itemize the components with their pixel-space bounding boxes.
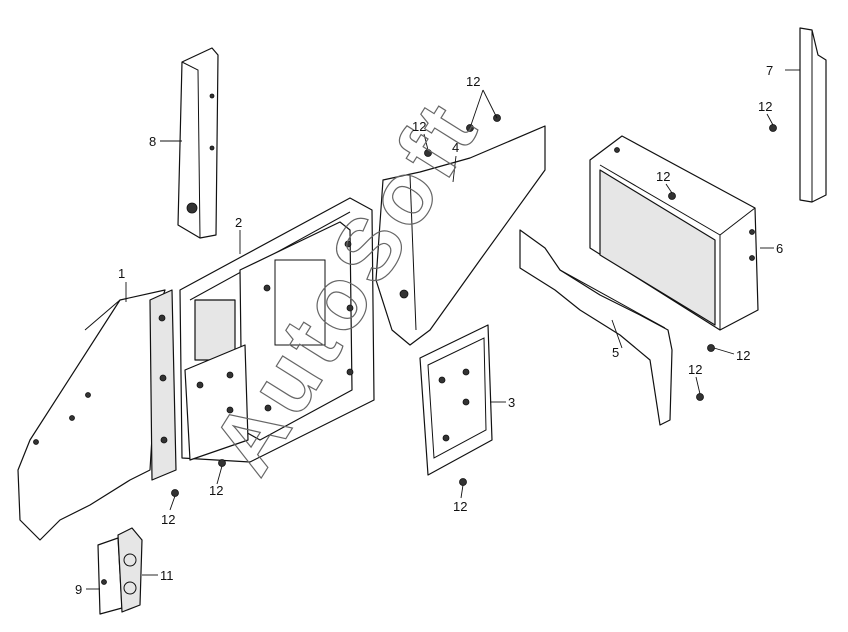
callout-1: 1	[118, 266, 125, 281]
callout-12-top-pair: 12	[466, 74, 480, 89]
callout-12-part2: 12	[209, 483, 223, 498]
callout-12-part7: 12	[758, 99, 772, 114]
callout-7: 7	[766, 63, 773, 78]
part-11-block	[117, 527, 143, 613]
callout-12-part1: 12	[161, 512, 175, 527]
callout-labels: 1 2 3 4 5 6 7 8 9 11 12 12 12 12 12 12 1…	[75, 63, 783, 597]
part-1-panel	[17, 289, 166, 541]
callout-4: 4	[452, 140, 459, 155]
part-3-plate	[419, 324, 493, 476]
leader-lines	[86, 69, 800, 590]
callout-9: 9	[75, 582, 82, 597]
part-6-housing	[589, 135, 759, 331]
callout-11: 11	[160, 568, 174, 583]
part-5-bent-bracket	[519, 229, 673, 426]
part-1-flange	[149, 289, 177, 481]
callout-3: 3	[508, 395, 515, 410]
callout-12-part3: 12	[453, 499, 467, 514]
part-7-strip	[799, 27, 827, 203]
callout-12-part6-top: 12	[656, 169, 670, 184]
callout-12-part5: 12	[688, 362, 702, 377]
part-8-bracket	[177, 47, 219, 239]
callout-5: 5	[612, 345, 619, 360]
callout-12-part4: 12	[412, 119, 426, 134]
part-4-bracket	[375, 125, 546, 346]
part-2-lower-block	[184, 344, 249, 461]
callout-8: 8	[149, 134, 156, 149]
callout-12-part6-right: 12	[736, 348, 750, 363]
callout-2: 2	[235, 215, 242, 230]
callout-6: 6	[776, 241, 783, 256]
